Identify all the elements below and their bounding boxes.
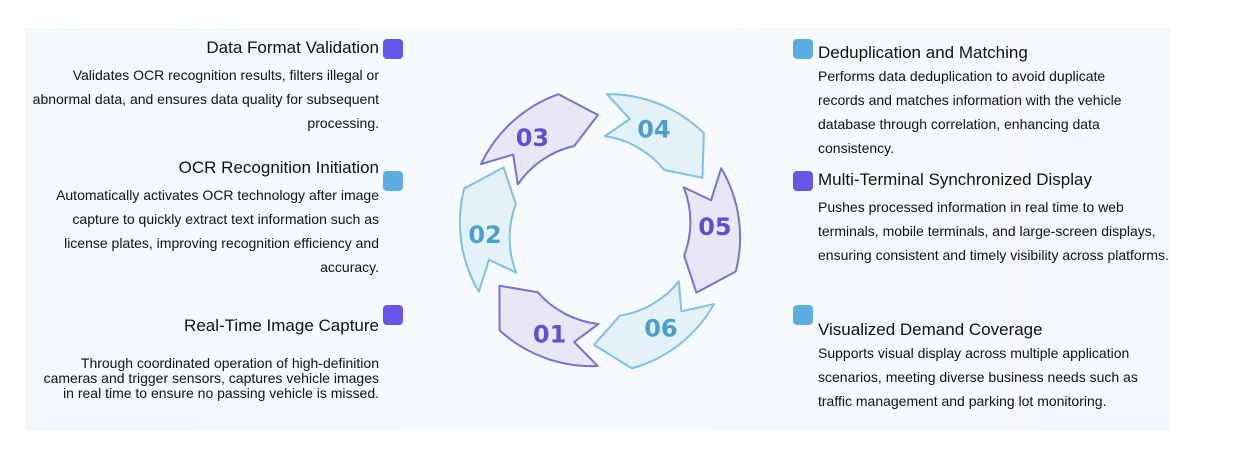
item-title: Deduplication and Matching bbox=[818, 43, 1028, 62]
item-title: Data Format Validation bbox=[206, 38, 379, 57]
item-multi-terminal-synchronized-display: Multi-Terminal Synchronized Display Push… bbox=[818, 169, 1178, 267]
item-description: Validates OCR recognition results, filte… bbox=[32, 67, 379, 131]
cycle-arrow-segment-06 bbox=[592, 280, 716, 370]
item-real-time-image-capture: Real-Time Image Capture Through coordina… bbox=[40, 315, 379, 401]
cycle-step-label: 05 bbox=[698, 213, 731, 241]
purple-square-marker bbox=[793, 171, 813, 191]
cycle-step-label: 02 bbox=[468, 221, 501, 249]
item-description: Pushes processed information in real tim… bbox=[818, 199, 1169, 263]
item-visualized-demand-coverage: Visualized Demand Coverage Supports visu… bbox=[818, 319, 1168, 413]
cycle-arc-group: 01 02 03 04 05 06 bbox=[458, 93, 742, 370]
cycle-step-label: 04 bbox=[637, 115, 670, 143]
cycle-arrow-segment-05 bbox=[682, 167, 742, 294]
purple-square-marker bbox=[383, 39, 403, 59]
cycle-diagram: 01 02 03 04 05 06 bbox=[458, 93, 742, 370]
item-title: Multi-Terminal Synchronized Display bbox=[818, 170, 1092, 189]
blue-square-marker bbox=[383, 171, 403, 191]
purple-square-marker bbox=[383, 305, 403, 325]
cycle-step-label: 03 bbox=[516, 124, 549, 152]
cycle-step-label: 01 bbox=[533, 320, 566, 348]
blue-square-marker bbox=[793, 305, 813, 325]
cycle-arrow-segment-03 bbox=[480, 93, 599, 186]
cycle-arrow-segment-01 bbox=[498, 284, 600, 368]
item-description: Supports visual display across multiple … bbox=[818, 345, 1138, 409]
item-description: Through coordinated operation of high-de… bbox=[43, 355, 379, 401]
cycle-step-label: 06 bbox=[644, 315, 677, 343]
cycle-arrow-segment-02 bbox=[458, 166, 518, 293]
diagram-panel bbox=[25, 28, 1170, 431]
item-ocr-recognition-initiation: OCR Recognition Initiation Automatically… bbox=[30, 157, 379, 279]
item-title: Visualized Demand Coverage bbox=[818, 320, 1043, 339]
item-title: OCR Recognition Initiation bbox=[178, 158, 379, 177]
item-deduplication-and-matching: Deduplication and Matching Performs data… bbox=[818, 42, 1128, 160]
item-data-format-validation: Data Format Validation Validates OCR rec… bbox=[10, 37, 379, 135]
blue-square-marker bbox=[793, 39, 813, 59]
item-title: Real-Time Image Capture bbox=[184, 316, 379, 335]
cycle-arrow-segment-04 bbox=[603, 93, 705, 179]
item-description: Automatically activates OCR technology a… bbox=[56, 187, 379, 275]
item-description: Performs data deduplication to avoid dup… bbox=[818, 68, 1122, 156]
